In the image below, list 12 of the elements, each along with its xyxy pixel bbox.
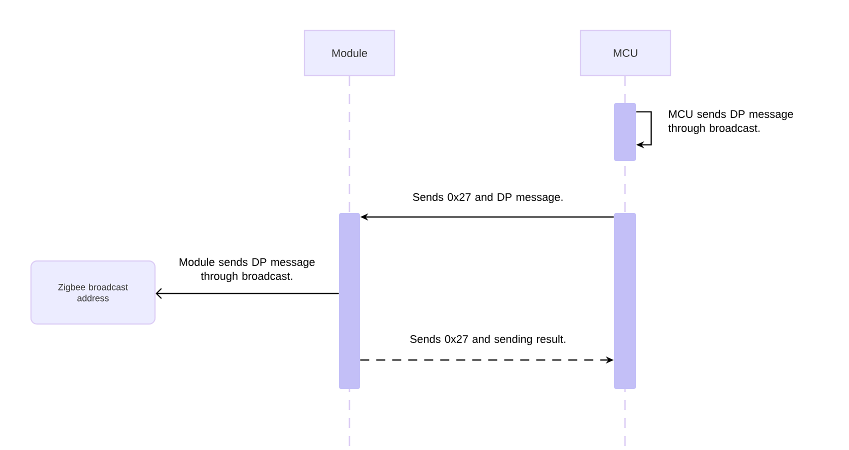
edge-label: Sends 0x27 and sending result. — [410, 334, 566, 346]
arrow — [156, 288, 339, 299]
activation-bar — [614, 103, 636, 161]
edge-label: MCU sends DP message through broadcast. — [668, 110, 793, 134]
participant-box: MCU — [580, 30, 672, 76]
edge-label: Sends 0x27 and DP message. — [413, 192, 562, 204]
note-box: Zigbee broadcast address — [30, 260, 156, 325]
edge-label: Module sends DP message through broadcast. — [180, 258, 315, 282]
activation-bar — [339, 213, 360, 389]
participant-box: Module — [304, 30, 396, 76]
activation-bar — [614, 213, 636, 389]
arrow — [636, 111, 652, 148]
